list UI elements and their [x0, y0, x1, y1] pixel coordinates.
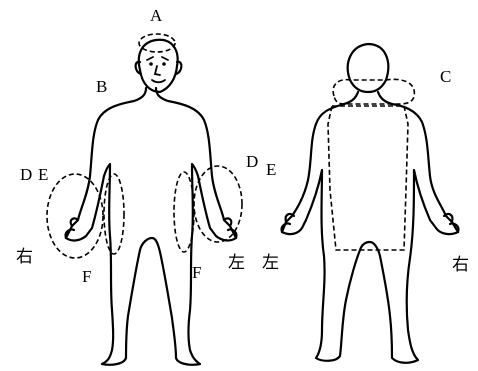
label-f-front-left: F	[82, 267, 91, 286]
label-left-front-1: 左	[228, 253, 245, 273]
label-right-front: 右	[16, 247, 33, 267]
label-e-front-left: E	[38, 165, 48, 184]
label-left-front-2: 左	[262, 253, 279, 273]
back-body-outline	[282, 92, 458, 363]
front-figure	[66, 40, 237, 365]
front-body-outline	[66, 88, 236, 365]
label-a: A	[150, 6, 163, 25]
back-head	[348, 44, 389, 92]
region-f-left-forearm	[174, 172, 194, 252]
region-back-torso	[328, 106, 408, 250]
front-head	[139, 40, 178, 92]
front-face	[147, 57, 168, 82]
label-right-back: 右	[452, 255, 469, 275]
label-d-front-right: D	[246, 152, 258, 171]
label-d-front-left: D	[20, 165, 32, 184]
label-e-front-right: E	[266, 160, 276, 179]
region-f-right-forearm	[104, 174, 124, 254]
label-c: C	[440, 67, 451, 86]
label-f-front-right: F	[192, 263, 201, 282]
back-figure	[282, 44, 459, 363]
label-b: B	[96, 77, 107, 96]
